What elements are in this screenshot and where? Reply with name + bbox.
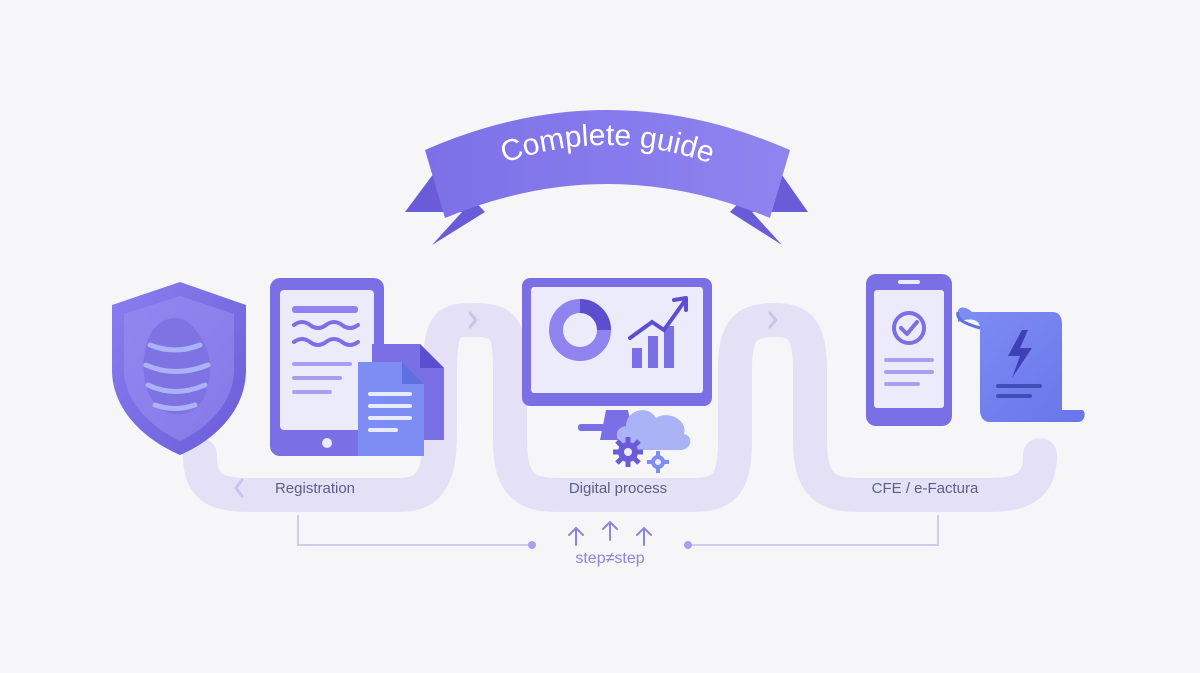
tablet-document-icon	[270, 278, 384, 456]
path-chevron-icon	[768, 311, 778, 329]
up-arrows-icon	[568, 520, 652, 546]
phone-check-icon	[866, 274, 952, 426]
monitor-chart-icon	[522, 278, 712, 440]
step-label-digital-process: Digital process	[568, 480, 668, 497]
documents-icon	[358, 344, 444, 456]
step-caption-text: step	[614, 550, 645, 567]
receipt-bolt-icon	[956, 307, 1085, 422]
process-path	[183, 303, 1057, 512]
cloud-icon	[616, 410, 691, 450]
path-chevron-icon	[234, 478, 244, 498]
connector-lines	[297, 515, 939, 549]
shield-icon	[112, 282, 246, 455]
step-caption-text: step	[575, 550, 606, 567]
ribbon-banner	[405, 110, 808, 245]
gears-icon	[613, 437, 669, 473]
step-caption: step≠step	[575, 550, 644, 568]
path-chevron-icon	[468, 311, 478, 329]
step-label-registration: Registration	[274, 480, 356, 497]
step-caption-separator: ≠	[605, 550, 615, 567]
step-label-cfe: CFE / e-Factura	[871, 480, 979, 497]
